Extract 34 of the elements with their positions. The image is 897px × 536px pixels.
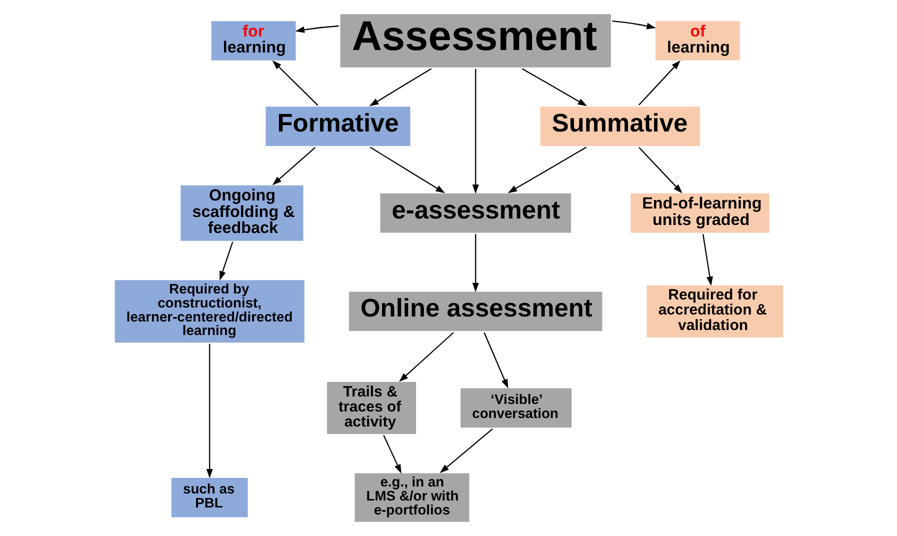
node-box: Trails & traces of activity: [324, 380, 418, 436]
arrow: [472, 234, 478, 292]
arrow: [368, 68, 432, 106]
arrow: [638, 60, 680, 106]
arrow: [612, 20, 656, 30]
arrow: [272, 60, 318, 106]
node-box: Ongoing scaffolding & feedback: [178, 183, 306, 244]
node-box: ‘Visible’ conversation: [458, 386, 574, 430]
arrow: [521, 68, 587, 106]
arrow: [369, 146, 445, 194]
arrow: [206, 344, 212, 478]
node-box: of learning: [652, 18, 742, 63]
node-box: Assessment: [337, 12, 613, 70]
arrow: [507, 146, 586, 194]
node-box: e.g., in an LMS &/or with e-portfolios: [352, 470, 472, 524]
node-box: Online assessment: [346, 289, 604, 334]
arrow: [294, 25, 338, 33]
arrow: [472, 68, 478, 194]
node-box: e-assessment: [377, 191, 573, 236]
node-box: Required by constructionist, learner-centered/directed learning: [112, 278, 306, 345]
arrow: [382, 435, 401, 474]
arrow: [219, 242, 233, 280]
node-box: Summative: [538, 104, 702, 148]
node-box: End-of-learning units graded: [628, 191, 772, 236]
arrow: [483, 332, 508, 388]
node-box: such as PBL: [168, 476, 250, 520]
arrow: [272, 147, 316, 186]
node-box: Required for accreditation & validation: [644, 283, 786, 340]
node-box: Formative: [262, 104, 412, 148]
arrow: [439, 428, 492, 474]
arrow: [638, 147, 682, 194]
arrow: [398, 332, 454, 382]
node-box: for learning: [208, 18, 298, 63]
arrow: [702, 234, 712, 286]
